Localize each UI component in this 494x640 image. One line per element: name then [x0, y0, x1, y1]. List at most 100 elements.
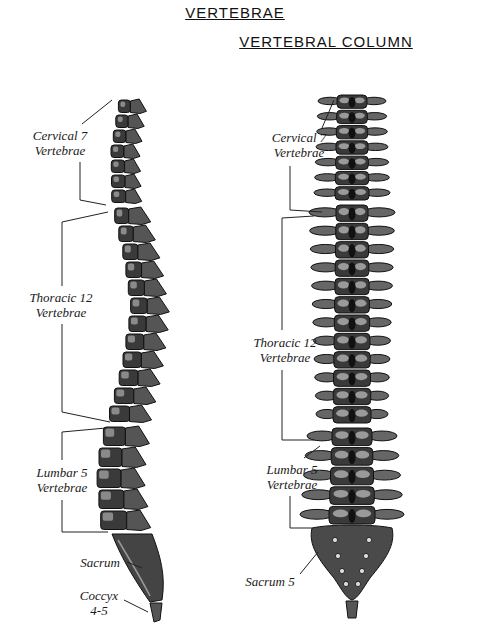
bone-highlight: [101, 450, 110, 458]
vertebral-body: [119, 370, 138, 386]
vertebra: [334, 352, 370, 368]
region-label: Thoracic 12 Vertebrae: [244, 335, 326, 365]
spinous-process: [349, 489, 356, 503]
spinous-process: [124, 144, 140, 159]
leader-line: [322, 100, 334, 128]
bone-highlight: [118, 540, 150, 596]
bone-highlight: [101, 492, 111, 500]
vertebral-body: [119, 226, 134, 242]
bone-highlight: [114, 177, 120, 183]
spinous-process: [130, 405, 152, 423]
vertebra: [335, 187, 369, 200]
bone-highlight: [355, 159, 366, 165]
bone-highlight: [355, 336, 367, 343]
bone-highlight: [338, 174, 349, 180]
region-label: Sacrum: [72, 555, 128, 570]
bone-highlight: [355, 263, 366, 270]
bone-highlight: [114, 192, 120, 198]
spinous-process: [141, 351, 163, 369]
region-label: Cervical 7 Vertebrae: [22, 128, 98, 158]
leader-line: [82, 100, 112, 124]
bone-highlight: [115, 132, 120, 138]
vertebra: [330, 487, 375, 505]
spinous-process: [128, 114, 144, 129]
spinous-process: [349, 226, 356, 239]
spinous-process: [138, 243, 160, 261]
bone-highlight: [355, 97, 365, 103]
vertebral-body: [111, 145, 124, 158]
bone-highlight: [333, 490, 348, 498]
spinous-process: [130, 99, 146, 114]
vertebral-body: [112, 175, 126, 188]
bone-highlight: [113, 162, 118, 168]
bone-highlight: [355, 355, 367, 362]
vertebral-body: [111, 160, 124, 173]
sacrum: [311, 525, 393, 600]
bone-highlight: [355, 143, 366, 149]
bone-highlight: [337, 373, 349, 380]
bone-highlight: [338, 226, 349, 233]
spinous-process: [144, 333, 166, 351]
bone-highlight: [113, 147, 118, 153]
spinous-process: [127, 510, 151, 531]
bone-highlight: [338, 189, 349, 195]
bone-highlight: [105, 429, 114, 437]
coccyx: [346, 601, 358, 618]
bone-highlight: [338, 300, 350, 307]
bone-highlight: [355, 431, 368, 439]
spinous-process: [349, 207, 356, 220]
bone-highlight: [121, 228, 127, 235]
vertebra: [333, 388, 370, 404]
vertebra: [334, 370, 371, 386]
spinous-process: [349, 450, 356, 464]
spinous-process: [142, 261, 164, 279]
bone-highlight: [355, 373, 367, 380]
spinous-process: [349, 431, 356, 445]
bone-highlight: [333, 510, 348, 518]
bone-highlight: [338, 245, 349, 252]
leader-line: [282, 216, 314, 330]
vertebra: [335, 278, 369, 294]
bone-highlight: [131, 318, 138, 325]
spinous-process: [133, 225, 155, 243]
spinous-process: [349, 281, 356, 294]
bone-highlight: [355, 189, 366, 195]
bone-highlight: [103, 513, 113, 521]
vertebra: [337, 110, 368, 123]
bone-highlight: [339, 113, 349, 119]
spinous-process: [349, 354, 356, 367]
bone-highlight: [356, 510, 371, 518]
region-label: Sacrum 5: [234, 574, 306, 589]
spinous-process: [349, 470, 356, 484]
bone-highlight: [355, 226, 366, 233]
spinous-process: [349, 262, 356, 275]
vertebral-body: [113, 130, 126, 143]
leader-line: [127, 562, 142, 568]
vertebral-body: [116, 115, 128, 128]
vertebra: [335, 242, 368, 258]
vertebra: [334, 315, 369, 331]
vertebra: [335, 297, 370, 313]
bone-highlight: [356, 490, 371, 498]
vertebral-body: [126, 334, 144, 350]
vertebra: [336, 223, 369, 239]
bone-highlight: [338, 281, 349, 288]
bone-highlight: [337, 318, 349, 325]
sacral-foramen: [343, 581, 348, 586]
vertebral-body: [126, 262, 142, 278]
spinous-process: [129, 207, 151, 225]
bone-highlight: [338, 159, 349, 165]
leader-line: [62, 500, 108, 532]
bone-highlight: [117, 210, 123, 217]
bone-highlight: [355, 113, 365, 119]
spinous-process: [124, 489, 148, 510]
bone-highlight: [335, 451, 349, 459]
leader-line: [62, 212, 108, 286]
vertebra: [334, 333, 370, 349]
vertebra: [332, 428, 372, 446]
spinous-process: [349, 189, 356, 200]
vertebra: [336, 205, 368, 221]
spinous-process: [349, 244, 356, 257]
bone-highlight: [128, 264, 134, 271]
bone-highlight: [355, 391, 367, 398]
